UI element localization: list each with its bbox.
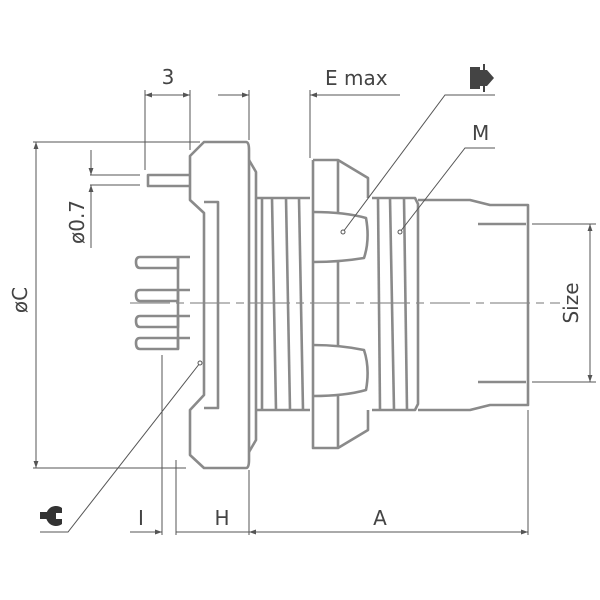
dimension-diameter-c: øC [8,141,200,469]
dim-i-label: I [138,506,144,530]
nut [311,158,370,450]
diameter-c-label: øC [8,287,32,313]
pin-diameter-label: ø0.7 [65,200,89,244]
dim-h-label: H [214,506,229,530]
nut-icon [470,64,494,92]
dimension-pin-diameter: ø0.7 [65,150,140,248]
size-label: Size [559,282,583,323]
thread-body [256,196,310,412]
dimension-size: Size [532,223,596,383]
flange [188,140,258,470]
e-max-label: E max [325,66,388,90]
pins [134,173,190,351]
thread-section [372,196,420,412]
sleeve [418,198,530,412]
thread-label: M [472,121,489,145]
dimension-bottom: I H A [130,355,529,535]
nut-callout [340,64,495,235]
wrench-callout [40,360,203,533]
wrench-icon [40,506,62,526]
dimension-e-max: E max [218,66,400,158]
thread-callout: M [397,121,495,235]
dim-a-label: A [373,506,387,530]
dimension-pin-length: 3 [144,65,191,170]
pin-length-label: 3 [162,65,175,89]
